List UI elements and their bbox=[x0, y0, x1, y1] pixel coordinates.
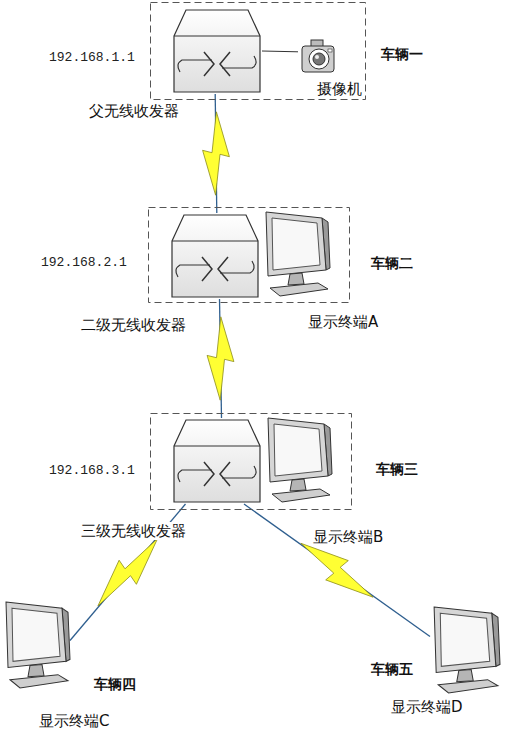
xcvr-icon bbox=[170, 213, 260, 299]
path-part bbox=[274, 424, 322, 476]
path-part bbox=[172, 215, 258, 297]
vehicle-name: 车辆四 bbox=[93, 675, 137, 693]
monitor-icon bbox=[262, 210, 330, 298]
transceiver: 父无线收发器 bbox=[172, 8, 262, 94]
vehicle-group: 车辆二二级无线收发器显示终端A bbox=[148, 207, 350, 303]
path-part bbox=[172, 241, 258, 242]
path-part bbox=[6, 602, 66, 667]
camera-icon bbox=[298, 35, 338, 77]
path-part bbox=[178, 60, 212, 72]
g-part bbox=[268, 418, 332, 502]
monitor-icon bbox=[430, 605, 500, 695]
path-part bbox=[174, 446, 260, 447]
g-part bbox=[266, 212, 330, 296]
lightning-bolt bbox=[207, 317, 234, 400]
circle-part bbox=[313, 53, 325, 65]
device-label: 父无线收发器 bbox=[88, 102, 180, 120]
path-part bbox=[438, 680, 498, 693]
path-part bbox=[270, 283, 328, 296]
path-part bbox=[222, 56, 256, 68]
link-line bbox=[262, 51, 298, 53]
device-label: 显示终端A bbox=[307, 313, 379, 331]
monitor-icon bbox=[2, 600, 70, 690]
wireless-link bbox=[203, 94, 230, 213]
wireless-link bbox=[244, 504, 430, 637]
xcvr-icon bbox=[172, 418, 262, 504]
device-label: 显示终端C bbox=[38, 712, 110, 730]
path-part bbox=[28, 664, 44, 676]
circle-part bbox=[315, 55, 319, 59]
vehicle-name: 车辆一 bbox=[380, 45, 424, 63]
g-part bbox=[6, 602, 70, 688]
polyline-part bbox=[218, 257, 228, 281]
polyline-part bbox=[204, 462, 214, 486]
device-label: 三级无线收发器 bbox=[80, 522, 187, 540]
polyline-part bbox=[220, 462, 230, 486]
display-terminal: 车辆四显示终端C bbox=[2, 600, 70, 690]
path-part bbox=[10, 675, 68, 688]
path-part bbox=[174, 10, 260, 92]
rect-part bbox=[328, 49, 332, 52]
vehicle-name: 车辆三 bbox=[375, 460, 419, 478]
path-part bbox=[174, 36, 260, 37]
vehicle-group: 车辆一父无线收发器摄像机 bbox=[150, 2, 366, 100]
path-part bbox=[272, 218, 320, 270]
vehicle-name: 车辆二 bbox=[370, 254, 414, 272]
path-part bbox=[220, 261, 254, 273]
wireless-link bbox=[207, 299, 234, 418]
display-terminal: 显示终端B bbox=[264, 416, 332, 504]
display-terminal: 车辆五显示终端D bbox=[430, 605, 500, 695]
device-label: 二级无线收发器 bbox=[80, 316, 187, 334]
path-part bbox=[272, 489, 330, 502]
vehicle-group: 车辆三三级无线收发器显示终端B bbox=[150, 413, 352, 510]
ip-address: 192.168.2.1 bbox=[40, 254, 128, 272]
lightning-bolt bbox=[203, 112, 230, 195]
rect-part bbox=[149, 208, 350, 303]
monitor-icon bbox=[264, 416, 332, 504]
rect-part bbox=[302, 46, 334, 72]
device-label: 摄像机 bbox=[316, 80, 363, 98]
path-part bbox=[222, 466, 256, 478]
path-part bbox=[457, 669, 473, 681]
lightning-bolt bbox=[98, 539, 158, 607]
path-part bbox=[178, 470, 212, 482]
vehicle-name: 车辆五 bbox=[370, 660, 414, 678]
polyline-part bbox=[204, 52, 214, 76]
path-part bbox=[268, 418, 328, 482]
device-label: 显示终端B bbox=[312, 528, 384, 546]
path-part bbox=[176, 265, 210, 277]
polyline-part bbox=[202, 257, 212, 281]
circle-part bbox=[309, 49, 329, 69]
rect-part bbox=[151, 414, 352, 510]
ip-address: 192.168.1.1 bbox=[48, 49, 136, 67]
polyline-part bbox=[220, 52, 230, 76]
path-part bbox=[288, 273, 304, 285]
link-line bbox=[244, 504, 430, 637]
path-part bbox=[434, 607, 496, 672]
cable bbox=[262, 51, 298, 53]
display-terminal: 显示终端A bbox=[262, 210, 330, 298]
transceiver: 三级无线收发器 bbox=[172, 418, 262, 504]
xcvr-icon bbox=[172, 8, 262, 94]
path-part bbox=[174, 420, 260, 502]
path-part bbox=[12, 608, 60, 661]
path-part bbox=[290, 479, 306, 491]
g-part bbox=[434, 607, 500, 693]
rect-part bbox=[151, 3, 366, 100]
path-part bbox=[440, 613, 489, 666]
transceiver: 二级无线收发器 bbox=[170, 213, 260, 299]
ip-address: 192.168.3.1 bbox=[48, 462, 136, 480]
device-label: 显示终端D bbox=[390, 698, 464, 716]
lightning-bolt bbox=[301, 543, 373, 597]
path-part bbox=[266, 212, 326, 276]
camera: 摄像机 bbox=[298, 35, 338, 77]
